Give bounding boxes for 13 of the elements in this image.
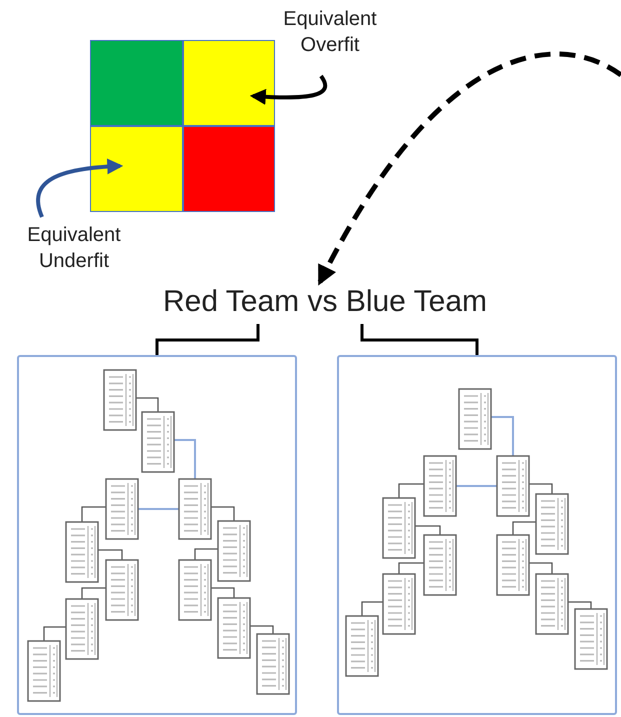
- callout-text: Equivalent Underfit: [26, 223, 122, 274]
- grid-cell: [183, 40, 275, 126]
- curved-arrow: [36, 158, 124, 218]
- grid-cell: [90, 40, 183, 126]
- grid-cell: [183, 126, 275, 212]
- callout-text: Equivalent Overfit: [282, 7, 378, 58]
- tree-panel: [337, 355, 617, 715]
- curved-arrow: [250, 74, 328, 105]
- heading-text: Red Team vs Blue Team: [162, 284, 488, 320]
- bracket-connector: [156, 324, 260, 355]
- bracket-connector: [360, 324, 478, 355]
- grid-cell: [90, 126, 183, 212]
- dashed-arrow: [318, 52, 621, 286]
